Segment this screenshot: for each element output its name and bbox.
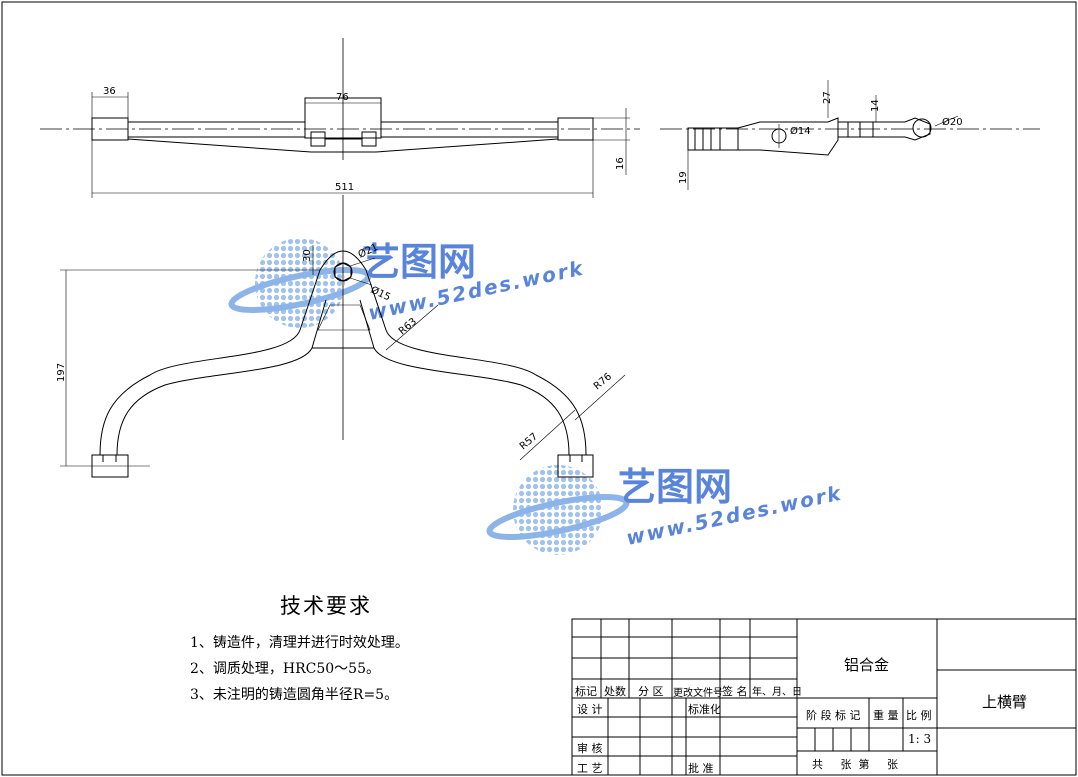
tb-stage-mark: 阶 段 标 记 — [806, 709, 861, 722]
tech-item-2: 2、调质处理，HRC50～55。 — [190, 661, 380, 677]
dim-27: 27 — [822, 91, 833, 104]
tb-weight: 重 量 — [873, 709, 899, 722]
tb-header-count: 处数 — [604, 685, 626, 698]
watermark-brand-1: 艺图网 — [362, 240, 476, 284]
dim-76: 76 — [336, 92, 349, 103]
tech-requirements: 技术要求 1、铸造件，清理并进行时效处理。 2、调质处理，HRC50～55。 3… — [190, 590, 520, 708]
front-view — [40, 38, 640, 198]
tb-scale: 比 例 — [906, 709, 932, 722]
tb-header-sign: 签 名 — [722, 685, 748, 698]
dim-phi20: Ø20 — [942, 116, 963, 128]
tb-design: 设 计 — [577, 703, 603, 716]
tb-review: 审 核 — [577, 742, 603, 755]
dim-36: 36 — [103, 86, 116, 97]
watermark-logo-2: 艺图网 www.52des.work — [486, 465, 845, 555]
dim-r57: R57 — [518, 431, 540, 452]
tb-part-name: 上横臂 — [982, 693, 1028, 711]
tb-scale-value: 1: 3 — [908, 732, 932, 746]
tech-item-1: 1、铸造件，清理并进行时效处理。 — [190, 635, 409, 651]
side-view — [660, 80, 1040, 190]
dim-r63: R63 — [397, 316, 419, 337]
tb-header-doc: 更改文件号 — [673, 688, 723, 699]
watermark-logo-1: 艺图网 www.52des.work — [228, 238, 587, 328]
dim-511: 511 — [335, 182, 354, 193]
dim-phi14: Ø14 — [790, 125, 811, 137]
tech-title: 技术要求 — [280, 594, 372, 618]
tb-process: 工 艺 — [577, 762, 603, 775]
dim-14: 14 — [870, 99, 881, 112]
dim-197: 197 — [56, 363, 67, 382]
dim-16: 16 — [615, 157, 626, 170]
tb-header-zone: 分 区 — [638, 685, 664, 698]
tb-header-date: 年、月、日 — [752, 687, 802, 698]
tech-item-3: 3、未注明的铸造圆角半径R=5。 — [190, 687, 399, 703]
plan-view — [60, 195, 626, 478]
tb-standardize: 标准化 — [688, 703, 721, 716]
tb-approve: 批 准 — [688, 762, 714, 775]
dim-r76: R76 — [592, 371, 614, 392]
title-block — [571, 618, 1077, 776]
watermark-brand-2: 艺图网 — [618, 465, 732, 509]
tb-header-mark: 标记 — [575, 685, 597, 698]
dim-30: 30 — [302, 249, 313, 262]
tb-material: 铝合金 — [844, 656, 890, 674]
tb-sheets: 共 张 第 张 — [812, 758, 898, 771]
dim-19: 19 — [678, 171, 689, 184]
